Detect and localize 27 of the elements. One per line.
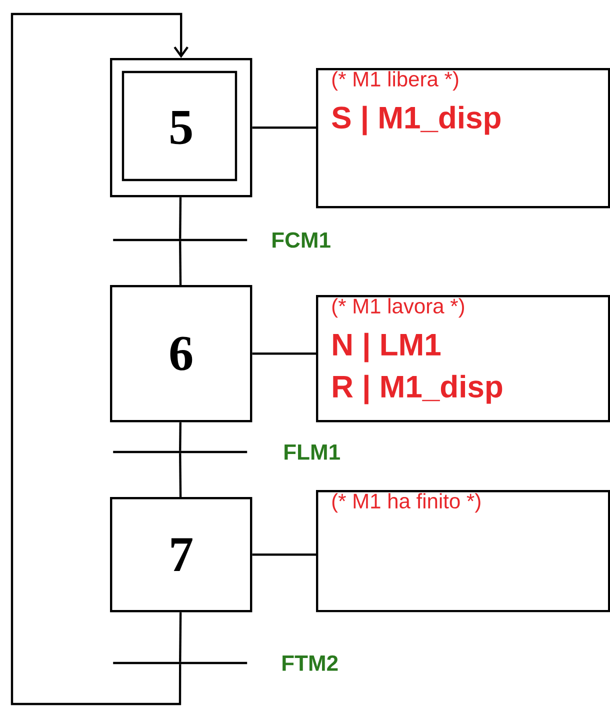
transition-bar [112, 238, 248, 242]
step-box: 5 [110, 58, 252, 198]
connector-line [252, 126, 316, 129]
action-text: R | M1_disp [333, 374, 502, 404]
action-box [316, 68, 610, 208]
flow-line [179, 197, 182, 239]
comment-text: (* M1 libera *) [332, 71, 458, 91]
step-box: 7 [110, 497, 252, 612]
return-arrow [10, 12, 188, 706]
flow-line [179, 612, 182, 662]
flow-line [179, 241, 182, 286]
flow-line [179, 422, 182, 451]
connector-line [252, 554, 316, 556]
transition-label: FLM1 [284, 444, 340, 460]
action-box [316, 490, 610, 612]
transition-label: FTM2 [282, 655, 338, 671]
transition-bar [112, 662, 248, 664]
connector-line [252, 352, 316, 355]
comment-text: (* M1 ha finito *) [332, 493, 480, 513]
step-box: 6 [110, 285, 252, 422]
transition-label: FCM1 [272, 232, 330, 248]
action-text: S | M1_disp [332, 106, 500, 136]
flow-line [179, 453, 182, 498]
action-text: N | LM1 [333, 332, 440, 362]
comment-text: (* M1 lavora *) [332, 298, 464, 318]
transition-bar [112, 450, 248, 454]
action-box [316, 295, 610, 422]
